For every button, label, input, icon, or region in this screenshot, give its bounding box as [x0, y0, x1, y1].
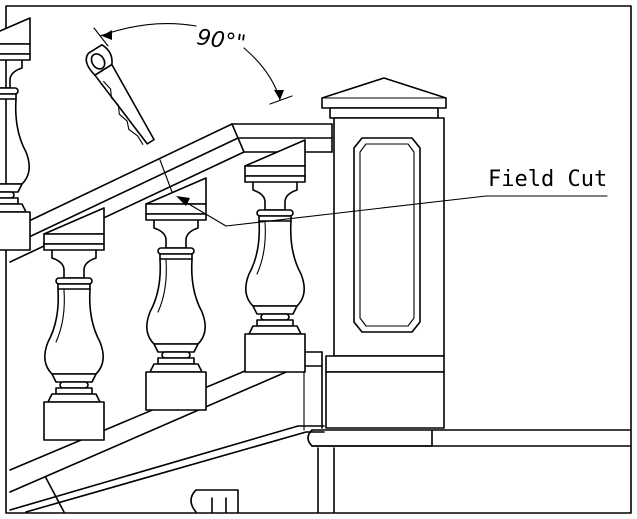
baluster — [43, 207, 105, 441]
stair-tread — [190, 429, 631, 513]
newel-post — [321, 77, 447, 429]
drawing-frame — [5, 5, 632, 514]
field-cut-label: Field Cut — [488, 167, 607, 192]
baluster — [0, 17, 31, 251]
field-cut-leader: Field Cut — [176, 167, 608, 227]
angle-label: 90°" — [195, 25, 247, 57]
baluster — [145, 177, 207, 411]
stair-stringer — [9, 425, 325, 513]
saw-icon — [85, 44, 155, 145]
baluster — [244, 139, 306, 373]
